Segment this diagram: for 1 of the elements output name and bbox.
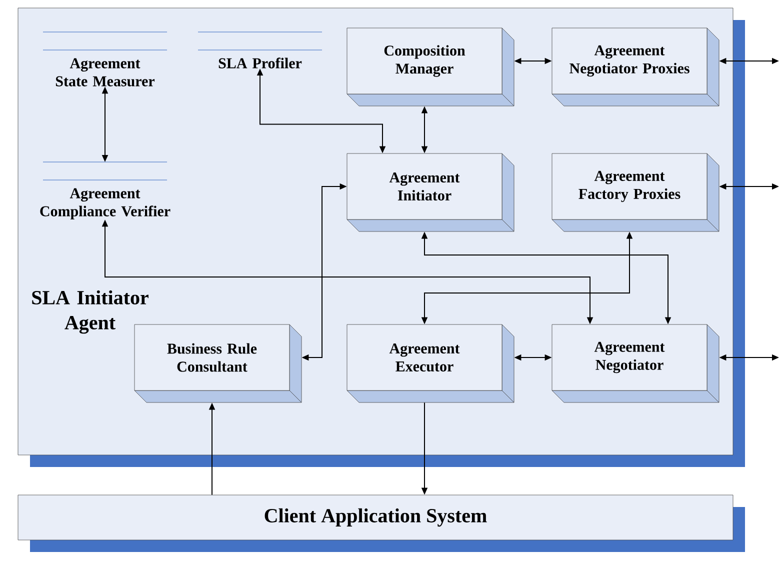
- system-band: Client Application System: [18, 494, 745, 552]
